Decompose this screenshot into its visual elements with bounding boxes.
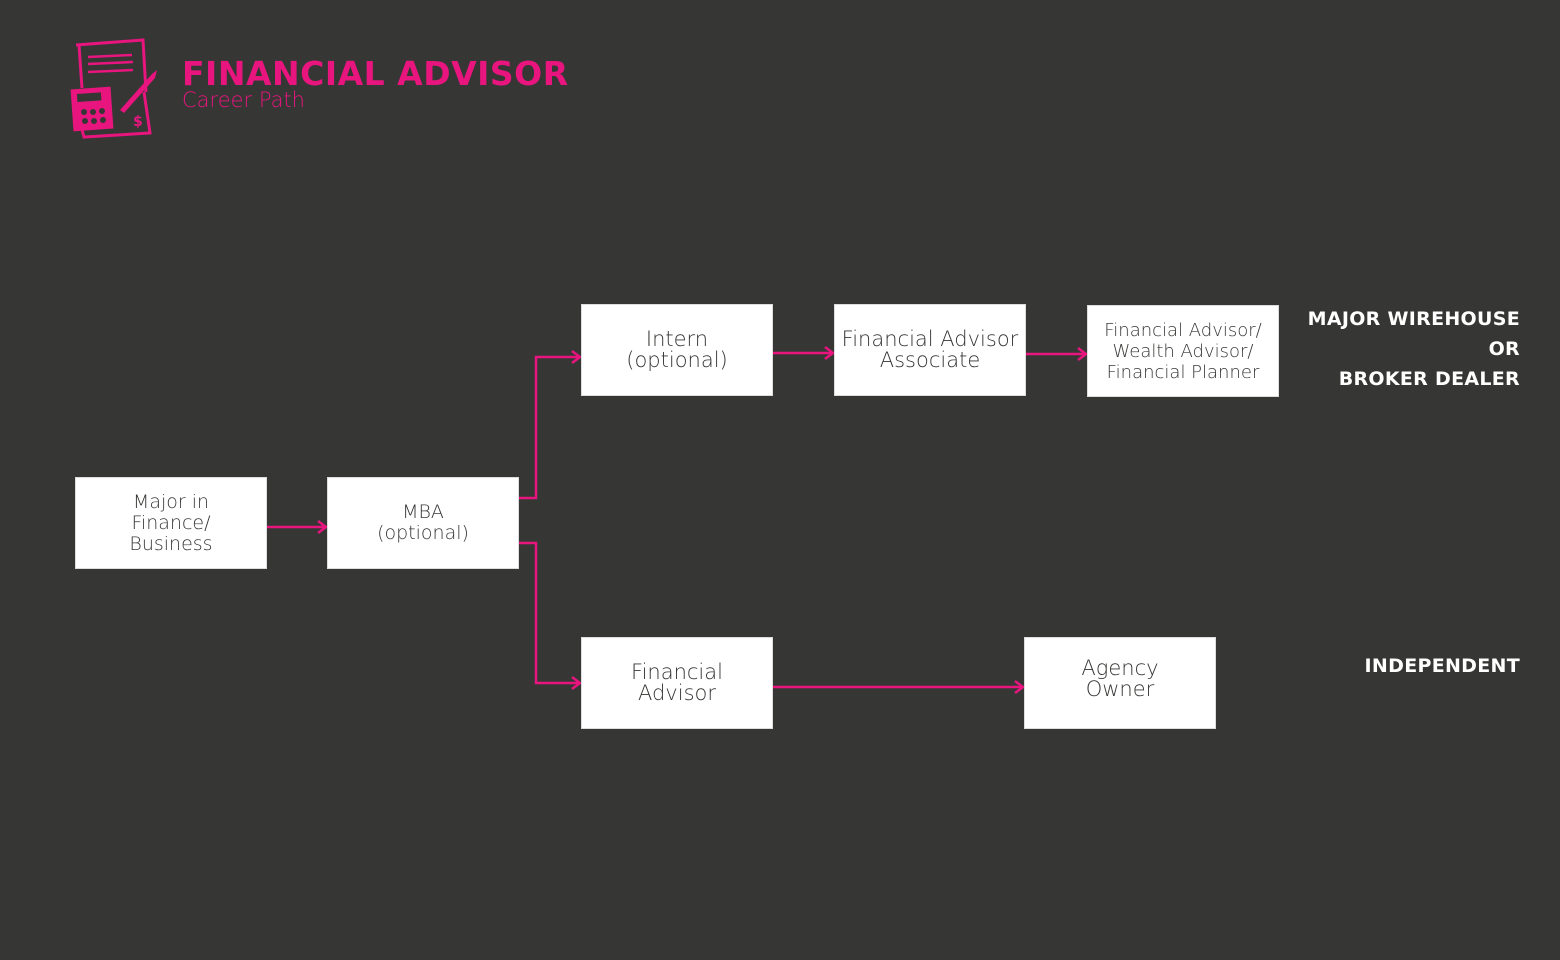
track-label-wirehouse: MAJOR WIREHOUSE	[1307, 308, 1520, 330]
track-label-or: OR	[1488, 338, 1520, 360]
node-mba: MBA (optional)	[327, 477, 519, 569]
node-senior-advisor: Financial Advisor/ Wealth Advisor/ Finan…	[1087, 305, 1279, 397]
node-agency-owner: Agency Owner	[1024, 637, 1216, 729]
node-label: Intern (optional)	[626, 327, 728, 372]
node-label: Agency Owner	[1081, 656, 1159, 701]
node-major: Major in Finance/ Business	[75, 477, 267, 569]
node-label: Financial Advisor Associate	[841, 327, 1019, 372]
node-label: Financial Advisor/ Wealth Advisor/ Finan…	[1104, 319, 1262, 383]
node-label: MBA (optional)	[377, 501, 469, 544]
track-label-independent: INDEPENDENT	[1364, 655, 1520, 677]
track-label-broker-dealer: BROKER DEALER	[1338, 368, 1520, 390]
node-label: Major in Finance/ Business	[129, 490, 213, 555]
node-intern: Intern (optional)	[581, 304, 773, 396]
node-label: Financial Advisor	[631, 660, 723, 705]
node-associate: Financial Advisor Associate	[834, 304, 1026, 396]
arrow-mba-to-fa	[519, 541, 580, 683]
page-subtitle: Career Path	[182, 88, 305, 112]
page-title: FINANCIAL ADVISOR	[182, 54, 569, 93]
svg-text:$: $	[133, 114, 143, 130]
arrow-mba-to-intern	[519, 357, 580, 500]
node-financial-advisor: Financial Advisor	[581, 637, 773, 729]
